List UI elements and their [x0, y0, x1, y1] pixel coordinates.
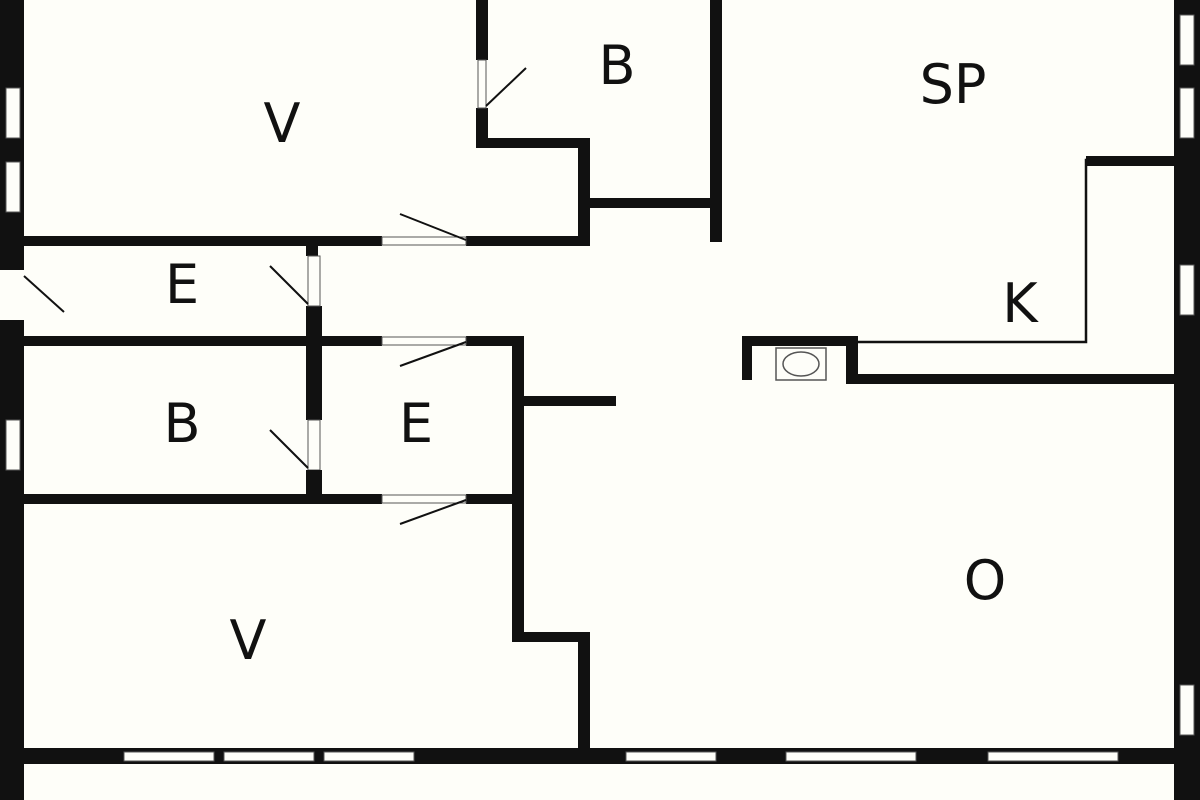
wall-e-mid-bottom-b: [466, 494, 516, 504]
window-left-1: [5, 87, 21, 139]
room-label-e-mid: E: [399, 392, 433, 455]
wall-bath-top-left: [476, 0, 488, 60]
room-label-o: O: [964, 549, 1007, 612]
door-swing-bath-top: [485, 67, 527, 107]
window-bottom-5: [785, 751, 917, 762]
door-bath-top-frame: [477, 59, 487, 109]
door-v-bottom-frame: [381, 494, 467, 504]
kitchen-counter-post: [846, 336, 858, 384]
window-bottom-1: [123, 751, 215, 762]
wall-bath-top-bottom: [590, 198, 714, 208]
wall-e-left-bottom: [24, 336, 382, 346]
door-exterior-left: [0, 270, 24, 320]
room-label-sp: SP: [920, 53, 987, 116]
wall-bottom-right-end: [1174, 760, 1200, 800]
window-left-2: [5, 161, 21, 213]
stove-burner-icon: [782, 351, 820, 377]
door-swing-v-top: [399, 213, 467, 241]
kitchen-wall-top: [1086, 156, 1176, 166]
wall-e-mid-stub: [520, 396, 616, 406]
kitchen-counter-top: [742, 336, 858, 346]
wall-bath-top-right: [710, 0, 722, 242]
door-e-left-frame: [307, 255, 321, 307]
window-bottom-3: [323, 751, 415, 762]
door-b-mid-frame: [307, 419, 321, 471]
wall-bath-top-step: [476, 138, 590, 148]
wall-e-mid-bottom-a: [24, 494, 382, 504]
room-label-b-mid: B: [163, 392, 200, 455]
kitchen-counter-left: [742, 336, 752, 380]
room-label-e-left: E: [165, 253, 199, 316]
wall-bath-top-inner: [578, 138, 590, 244]
window-right-2: [1179, 87, 1195, 139]
window-right-1: [1179, 14, 1195, 66]
door-swing-b-mid: [269, 429, 309, 469]
room-label-k: K: [1002, 272, 1039, 335]
door-swing-exterior: [23, 275, 65, 313]
wall-e-left-right-lower: [306, 306, 322, 342]
window-left-3: [5, 419, 21, 471]
wall-v-bottom-right: [578, 632, 590, 752]
window-right-4: [1179, 684, 1195, 736]
wall-e-mid-right: [512, 336, 524, 642]
window-bottom-4: [625, 751, 717, 762]
window-right-3: [1179, 264, 1195, 316]
wall-v-bottom-step: [512, 632, 590, 642]
room-label-b-top: B: [598, 34, 635, 97]
wall-bath-top-left-lower: [476, 108, 488, 146]
window-bottom-2: [223, 751, 315, 762]
door-swing-e-left: [269, 265, 309, 305]
room-label-v-bottom: V: [230, 609, 267, 672]
wall-e-mid-top-b: [466, 336, 522, 346]
wall-b-mid-right: [306, 342, 322, 420]
wall-b-mid-right-lower: [306, 470, 322, 500]
wall-e-left-right: [306, 244, 318, 256]
room-label-v-top: V: [264, 92, 301, 155]
kitchen-counter-bottom: [846, 374, 1176, 384]
wall-v-top-bottom-b: [466, 236, 590, 246]
door-v-top-frame: [381, 236, 467, 246]
stove-icon: [775, 347, 827, 381]
wall-v-top-bottom-a: [24, 236, 382, 246]
door-e-mid-top-frame: [381, 336, 467, 346]
wall-bottom-left-end: [0, 760, 24, 800]
window-bottom-6: [987, 751, 1119, 762]
door-swing-v-bottom: [399, 499, 467, 525]
door-swing-e-mid-top: [399, 341, 467, 367]
